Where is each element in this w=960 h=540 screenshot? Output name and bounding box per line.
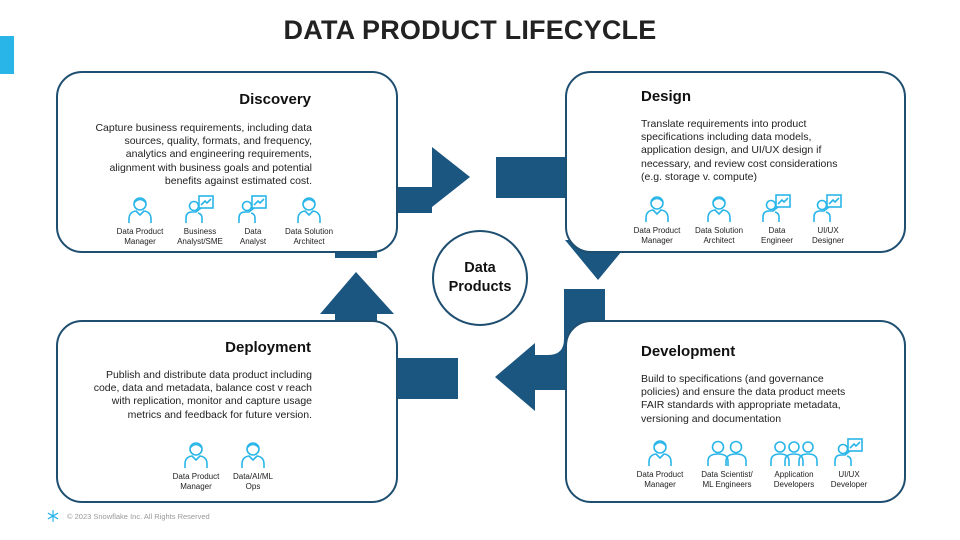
presenter-icon [238, 195, 267, 223]
deployment-description: Publish and distribute data product incl… [93, 369, 312, 421]
discovery-title: Discovery [239, 91, 311, 108]
presenter-icon [834, 438, 863, 466]
pair-icon [707, 440, 747, 466]
design-panel: Design Translate requirements into produ… [565, 71, 906, 253]
development-panel: Development Build to specifications (and… [565, 320, 906, 503]
snowflake-icon [47, 510, 59, 522]
development-description: Build to specifications (and governance … [641, 373, 846, 425]
center-label-line1: Data [464, 260, 496, 276]
group-icon [770, 441, 818, 466]
person-icon [128, 197, 152, 223]
person-icon [184, 442, 208, 468]
copyright-text: © 2023 Snowflake Inc. All Rights Reserve… [67, 511, 210, 521]
center-label-line2: Products [448, 279, 512, 295]
design-description: Translate requirements into product spec… [641, 118, 838, 183]
discovery-description: Capture business requirements, including… [95, 122, 312, 187]
design-title: Design [641, 88, 692, 105]
deployment-panel: Deployment Publish and distribute data p… [56, 320, 398, 503]
presenter-icon [762, 194, 791, 222]
accent-bar [0, 36, 14, 74]
role-data-scientist-ml-engineers: Data Scientist/ML Engineers [690, 437, 764, 490]
presenter-icon [813, 194, 842, 222]
deployment-title: Deployment [225, 339, 311, 356]
discovery-panel: Discovery Capture business requirements,… [56, 71, 398, 253]
page-title: DATA PRODUCT LIFECYCLE [283, 15, 657, 45]
presenter-icon [185, 195, 214, 223]
person-icon [707, 196, 731, 222]
person-icon [241, 442, 265, 468]
footer: © 2023 Snowflake Inc. All Rights Reserve… [47, 510, 210, 522]
person-icon [648, 440, 672, 466]
development-title: Development [641, 343, 736, 360]
person-icon [645, 196, 669, 222]
person-icon [297, 197, 321, 223]
